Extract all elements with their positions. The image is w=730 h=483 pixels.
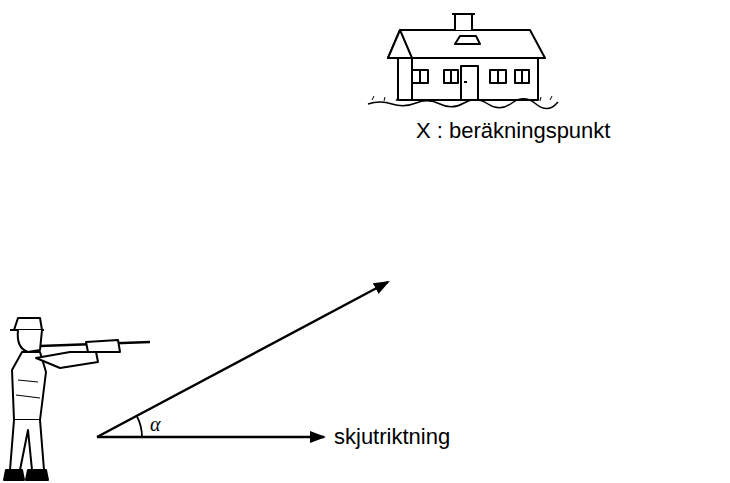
direction-label: skjutriktning	[334, 426, 450, 448]
angle-arc	[137, 416, 142, 437]
point-label: X : beräkningspunkt	[416, 120, 610, 142]
direction-arrow	[97, 436, 324, 439]
target-arrow	[97, 282, 388, 437]
house-drawing	[368, 14, 558, 109]
angle-label: α	[150, 414, 161, 434]
soldier-drawing	[4, 318, 150, 480]
